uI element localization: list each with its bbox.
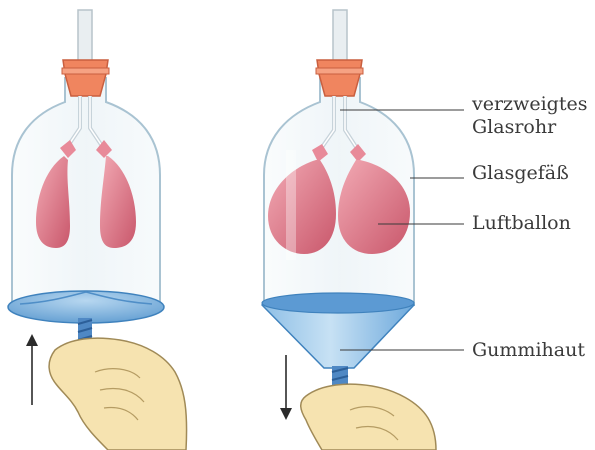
hand-right — [301, 384, 436, 450]
hand-left — [49, 338, 187, 450]
right-model — [262, 10, 436, 450]
left-model — [8, 10, 187, 450]
arrow-up-icon — [26, 334, 38, 405]
label-rubber-membrane: Gummihaut — [472, 340, 585, 361]
label-glass-jar: Glasgefäß — [472, 163, 569, 184]
label-balloon: Luftballon — [472, 213, 571, 234]
stopper-left — [63, 60, 108, 96]
arrow-down-icon — [280, 355, 292, 420]
glass-jar-left — [12, 78, 160, 305]
stopper-right — [317, 60, 362, 96]
label-branched-tube-line1: verzweigtes — [472, 94, 587, 115]
label-branched-tube-line2: Glasrohr — [472, 117, 556, 138]
